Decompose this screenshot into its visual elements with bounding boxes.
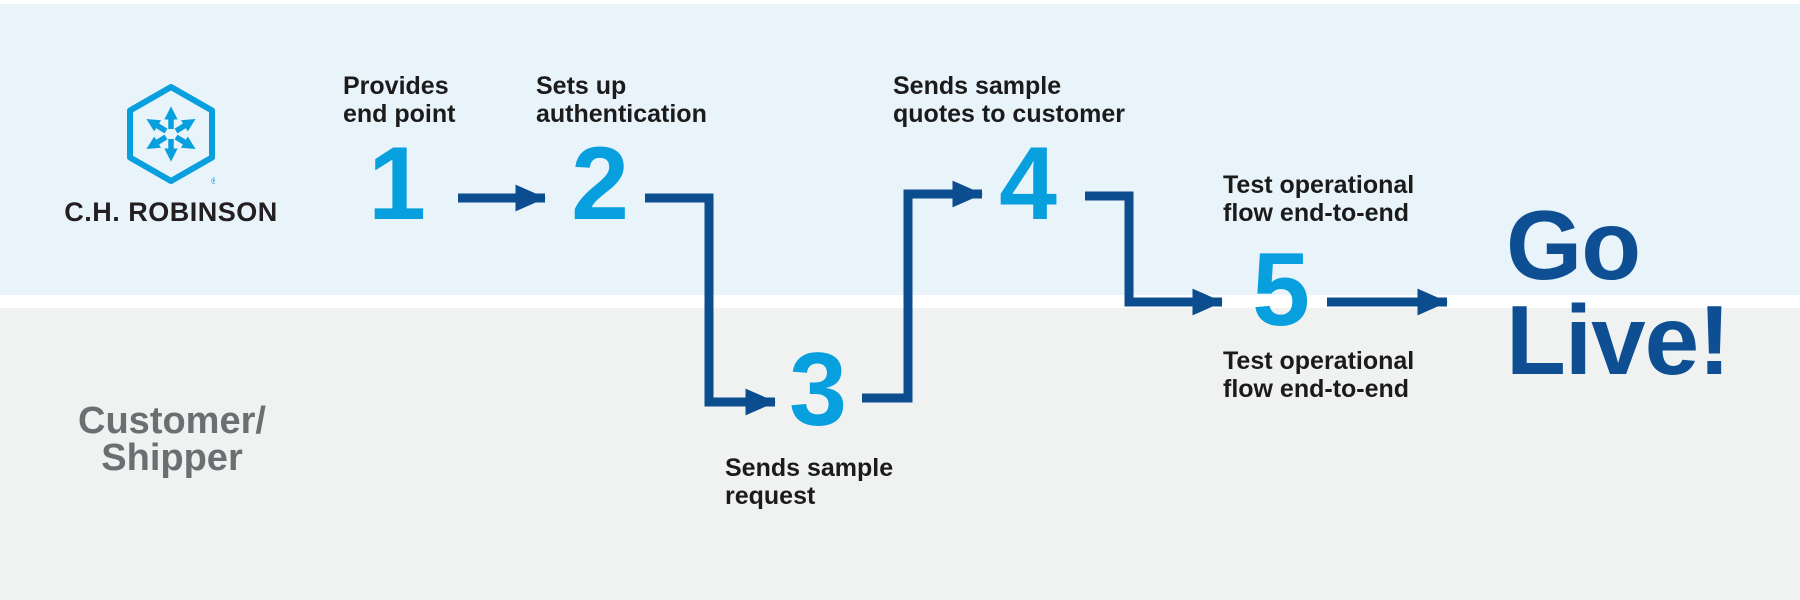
lane-label-line: Customer/ (78, 400, 266, 442)
step-5-number: 5 (1252, 232, 1310, 348)
step-4-label: Sends sample quotes to customer (893, 72, 1125, 128)
step-5-label-line: flow end-to-end (1223, 374, 1410, 403)
customer-shipper-lane-label: Customer/ Shipper (42, 400, 302, 480)
step-2-label: Sets up authentication (536, 72, 707, 128)
step-4-number: 4 (999, 126, 1057, 242)
step-2-label-line: Sets up (536, 72, 627, 100)
step-5-label-line: Test operational (1223, 171, 1415, 199)
lane-label-line: Shipper (101, 437, 243, 480)
chrobinson-logo: ® C.H. ROBINSON (56, 84, 286, 228)
go-live-line: Live! (1506, 285, 1731, 396)
step-1-label: Provides end point (343, 72, 456, 128)
go-live-line: Go (1506, 190, 1641, 300)
step-4-label-line: quotes to customer (893, 99, 1125, 128)
step-3-number: 3 (789, 332, 847, 448)
registered-trademark-symbol: ® (211, 176, 215, 184)
step-4-label-line: Sends sample (893, 72, 1062, 100)
step-2-label-line: authentication (536, 99, 707, 128)
step-1-number: 1 (368, 126, 426, 242)
step-1-label-line: end point (343, 99, 456, 128)
chrobinson-logo-text: C.H. ROBINSON (64, 197, 278, 227)
step-1-label-line: Provides (343, 72, 449, 100)
step-5-label-bottom: Test operational flow end-to-end (1223, 347, 1415, 403)
step-2-number: 2 (571, 126, 629, 242)
go-live-text: Go Live! (1506, 190, 1731, 396)
step-5-label-line: flow end-to-end (1223, 198, 1410, 227)
chrobinson-hexagon-cube-icon: ® (127, 84, 215, 184)
step-5-label-top: Test operational flow end-to-end (1223, 171, 1415, 227)
step-5-label-line: Test operational (1223, 347, 1415, 375)
step-3-label-line: request (725, 481, 816, 510)
step-3-label-line: Sends sample (725, 454, 894, 482)
step-3-label: Sends sample request (725, 454, 894, 510)
